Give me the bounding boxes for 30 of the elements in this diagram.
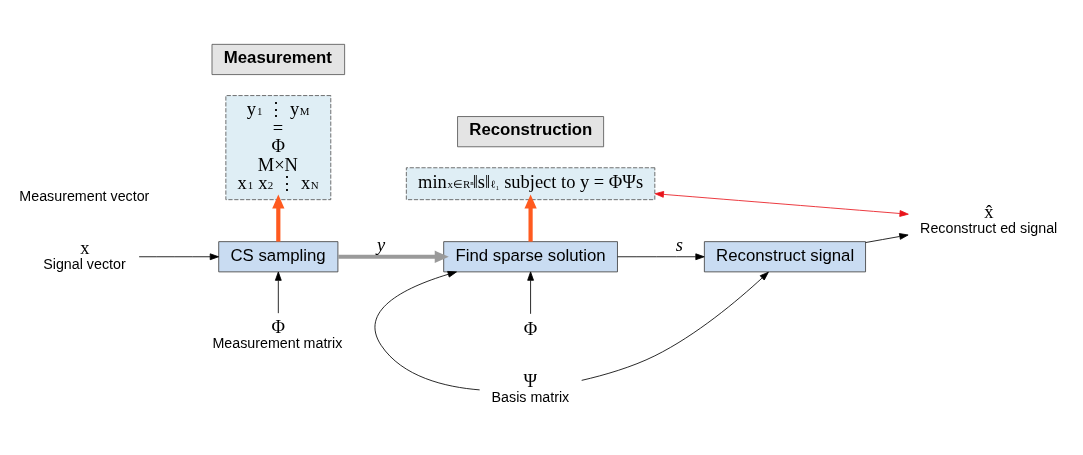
arrow xyxy=(527,271,534,314)
node-label: Measurement matrix xyxy=(212,334,343,351)
node-box: y1 ⋮ yM = Φ M×N x1 x2 ⋮ xN xyxy=(225,94,332,200)
node-box: minx∈Rⁿ‖s‖ℓ₁ subject to y = ΦΨs xyxy=(405,166,656,200)
node-text: Φ xyxy=(523,317,538,338)
node-label: Basis matrix xyxy=(491,388,570,405)
node-label: Signal vector xyxy=(43,255,126,272)
arrow xyxy=(138,252,219,260)
arrow xyxy=(374,270,481,390)
node-box: Find sparse solution xyxy=(443,240,618,272)
node-text: x xyxy=(80,237,90,258)
arrow xyxy=(272,194,285,242)
node-text: Ψ xyxy=(523,370,538,391)
arrow xyxy=(524,194,537,242)
node-box: Reconstruction xyxy=(457,115,605,147)
arrow xyxy=(654,190,909,217)
node-box: CS sampling xyxy=(218,240,339,272)
node-text: x̂ xyxy=(984,201,994,222)
edge-label: s xyxy=(675,234,684,255)
node-box: Reconstruct signal xyxy=(703,240,866,272)
label: Measurement vector xyxy=(19,187,150,204)
node-text: Φ xyxy=(271,316,286,337)
node-label: Reconstruct ed signal xyxy=(920,219,1058,236)
arrow xyxy=(338,250,449,263)
arrow xyxy=(617,252,705,260)
arrow xyxy=(274,271,282,314)
edge-label: y xyxy=(376,234,386,255)
arrow xyxy=(581,271,769,381)
arrow xyxy=(865,232,909,243)
node-box: Measurement xyxy=(211,43,346,75)
